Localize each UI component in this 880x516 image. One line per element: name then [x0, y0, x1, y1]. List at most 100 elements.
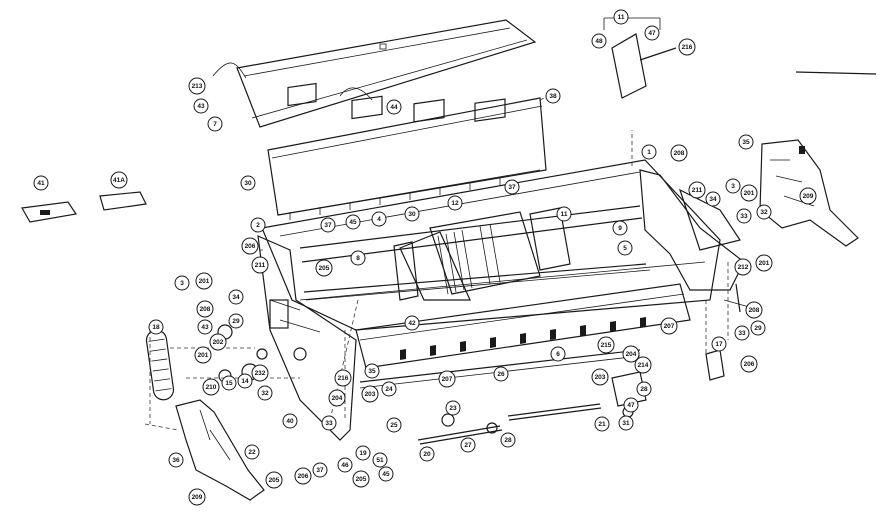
- left-end-cover: [175, 399, 265, 501]
- callout-c17: 17: [711, 336, 727, 352]
- callout-number: 211: [255, 262, 266, 269]
- callout-number: 17: [715, 341, 723, 348]
- callout-number: 216: [682, 44, 693, 51]
- callout-number: 3: [731, 183, 735, 190]
- callout-c28: 28: [636, 381, 652, 397]
- callout-c45: 45: [345, 214, 361, 230]
- callout-circle: [500, 432, 516, 448]
- callout-number: 207: [664, 323, 675, 330]
- callout-circle: [315, 259, 333, 277]
- right-end-cover: [759, 139, 859, 247]
- callout-circle: [355, 445, 371, 461]
- callout-c43b: 43: [197, 319, 213, 335]
- callout-c216a: 216: [678, 38, 696, 56]
- callout-number: 36: [172, 457, 180, 464]
- callout-c35b: 35: [364, 363, 380, 379]
- callout-number: 211: [692, 187, 703, 194]
- callout-number: 27: [464, 442, 472, 449]
- callout-circle: [381, 381, 397, 397]
- callout-circle: [591, 368, 609, 386]
- callout-number: 42: [408, 320, 416, 327]
- left-drive-gears: [144, 299, 307, 431]
- callout-circle: [734, 258, 752, 276]
- callout-c201a: 201: [740, 184, 758, 202]
- callout-circle: [265, 471, 283, 489]
- callout-number: 28: [504, 437, 512, 444]
- callout-number: 25: [390, 422, 398, 429]
- callout-number: 35: [368, 368, 376, 375]
- rear-cover-panel: [212, 19, 537, 128]
- callout-circle: [378, 466, 394, 482]
- callout-c26: 26: [493, 366, 509, 382]
- callout-number: 23: [449, 405, 457, 412]
- callout-circle: [241, 237, 259, 255]
- callout-c205a: 205: [315, 259, 333, 277]
- right-drive-parts: [611, 262, 761, 418]
- callout-c3a: 3: [725, 178, 741, 194]
- callout-circle: [345, 214, 361, 230]
- callout-circle: [257, 385, 273, 401]
- callout-c42: 42: [404, 315, 420, 331]
- callout-c27: 27: [460, 437, 476, 453]
- callout-circle: [196, 300, 214, 318]
- callout-circle: [312, 462, 328, 478]
- callout-circle: [209, 333, 227, 351]
- callout-c207a: 207: [660, 317, 678, 335]
- callout-circle: [622, 345, 640, 363]
- callout-circle: [244, 444, 260, 460]
- callout-circle: [594, 416, 610, 432]
- callout-circle: [386, 99, 402, 115]
- callout-number: 37: [508, 184, 516, 191]
- callout-circle: [334, 369, 352, 387]
- callout-number: 11: [618, 14, 625, 21]
- callout-number: 5: [623, 245, 627, 252]
- shafts: [417, 403, 602, 445]
- callout-circle: [250, 217, 266, 233]
- callout-circle: [734, 325, 750, 341]
- callout-c38: 38: [545, 88, 561, 104]
- callout-number: 7: [213, 121, 217, 128]
- callout-number: 48: [595, 38, 603, 45]
- callout-circle: [756, 204, 772, 220]
- callout-circle: [148, 319, 164, 335]
- callout-number: 205: [269, 477, 280, 484]
- callout-number: 216: [338, 375, 349, 382]
- callout-c37b: 37: [320, 217, 336, 233]
- callout-circle: [194, 346, 212, 364]
- callout-number: 202: [213, 339, 224, 346]
- callout-c37c: 37: [312, 462, 328, 478]
- callout-number: 26: [497, 371, 505, 378]
- callout-c206a: 206: [241, 237, 259, 255]
- callout-number: 214: [638, 362, 649, 369]
- callout-circle: [228, 313, 244, 329]
- callout-number: 206: [298, 473, 309, 480]
- callout-number: 205: [319, 265, 330, 272]
- callout-number: 209: [803, 193, 814, 200]
- callout-circle: [740, 355, 758, 373]
- callout-c11top: 11: [613, 9, 629, 25]
- callout-circle: [33, 175, 49, 191]
- callout-c30a: 30: [240, 175, 256, 191]
- callout-number: 8: [356, 255, 360, 262]
- callout-c51: 51: [372, 452, 388, 468]
- callout-circle: [240, 175, 256, 191]
- callout-c204a: 204: [622, 345, 640, 363]
- callout-c209a: 209: [799, 187, 817, 205]
- callout-c40: 40: [282, 413, 298, 429]
- callout-c204b: 204: [328, 389, 346, 407]
- callout-c1: 1: [641, 144, 657, 160]
- callout-circle: [320, 217, 336, 233]
- callout-circle: [168, 452, 184, 468]
- callout-c29b: 29: [750, 320, 766, 336]
- callout-circle: [740, 184, 758, 202]
- callout-circle: [641, 144, 657, 160]
- callout-number: 32: [261, 390, 269, 397]
- callout-c36: 36: [168, 452, 184, 468]
- callout-c210: 210: [202, 378, 220, 396]
- paper-guide-panel: [267, 82, 547, 220]
- callout-c206b: 206: [740, 355, 758, 373]
- callout-circle: [174, 275, 190, 291]
- callout-number: 20: [423, 451, 431, 458]
- callout-c214: 214: [634, 356, 652, 374]
- callout-c28b: 28: [500, 432, 516, 448]
